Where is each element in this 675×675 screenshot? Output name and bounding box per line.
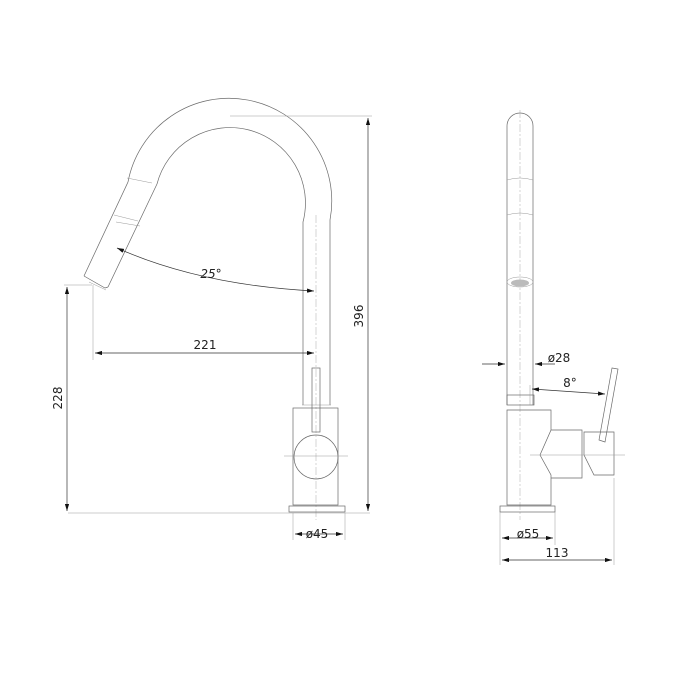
reach-label: 221 xyxy=(194,338,217,352)
total-depth-label: 113 xyxy=(546,546,569,560)
spout-diameter-label: ø28 xyxy=(548,351,571,365)
lever xyxy=(311,367,321,433)
spout-outline xyxy=(83,97,333,520)
spout-angle-label: 25° xyxy=(200,267,221,281)
base xyxy=(288,505,346,513)
side-view: ø28 8° ø55 113 xyxy=(482,110,625,565)
side-lever xyxy=(598,367,619,443)
lever-angle-label: 8° xyxy=(563,376,577,390)
front-view: 396 228 221 25° ø45 xyxy=(51,97,372,541)
spout-height-label: 228 xyxy=(51,387,65,410)
front-base-diameter-label: ø45 xyxy=(306,527,329,541)
aerator xyxy=(506,276,534,288)
side-base-diameter-label: ø55 xyxy=(517,527,540,541)
total-height-label: 396 xyxy=(352,305,366,328)
body xyxy=(284,367,348,513)
